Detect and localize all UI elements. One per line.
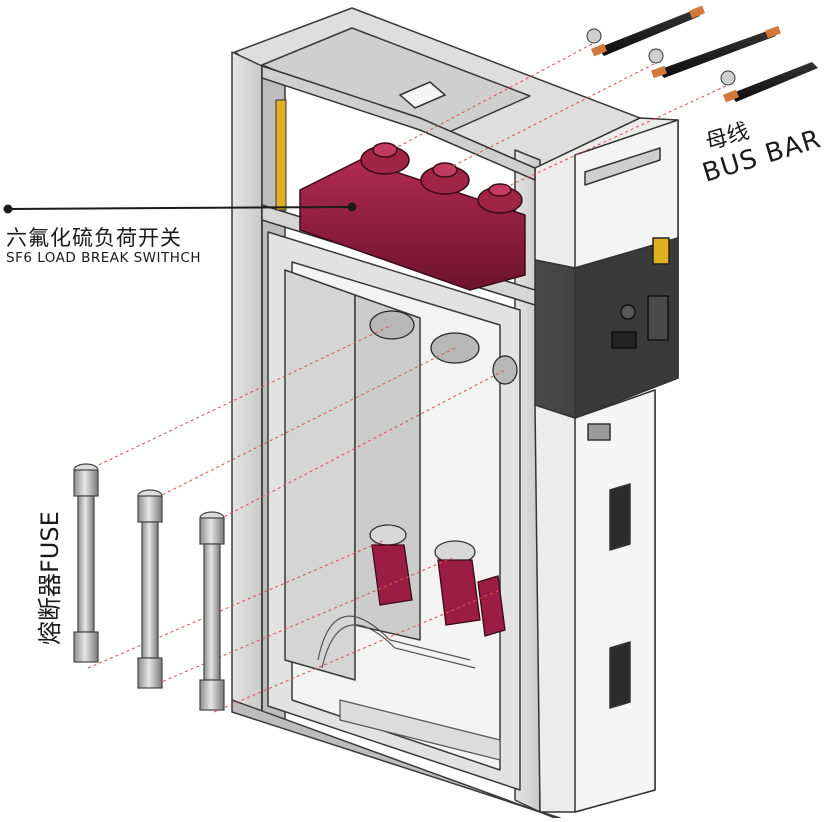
cabinet-right-side — [534, 117, 679, 813]
sf6-switch-tank — [299, 142, 526, 291]
sf6-label-english: SF6 LOAD BREAK SWITHCH — [6, 250, 201, 266]
busbar-3 — [720, 62, 818, 103]
busbar-1 — [586, 5, 705, 57]
fuse-2 — [137, 489, 163, 689]
fuse-3 — [199, 511, 225, 711]
fuses — [73, 463, 225, 711]
busbars — [586, 5, 818, 103]
sf6-callout-line — [3, 202, 357, 214]
interlock-strip — [275, 99, 287, 211]
assembly-leader-lines — [87, 43, 727, 713]
fuse-holders — [369, 524, 506, 637]
fuse-label: 熔断器FUSE — [36, 511, 64, 645]
bottom-assembly — [317, 615, 501, 761]
fuse-1 — [73, 463, 99, 663]
sf6-label-chinese: 六氟化硫负荷开关 — [6, 226, 182, 250]
busbar-2 — [648, 25, 781, 79]
